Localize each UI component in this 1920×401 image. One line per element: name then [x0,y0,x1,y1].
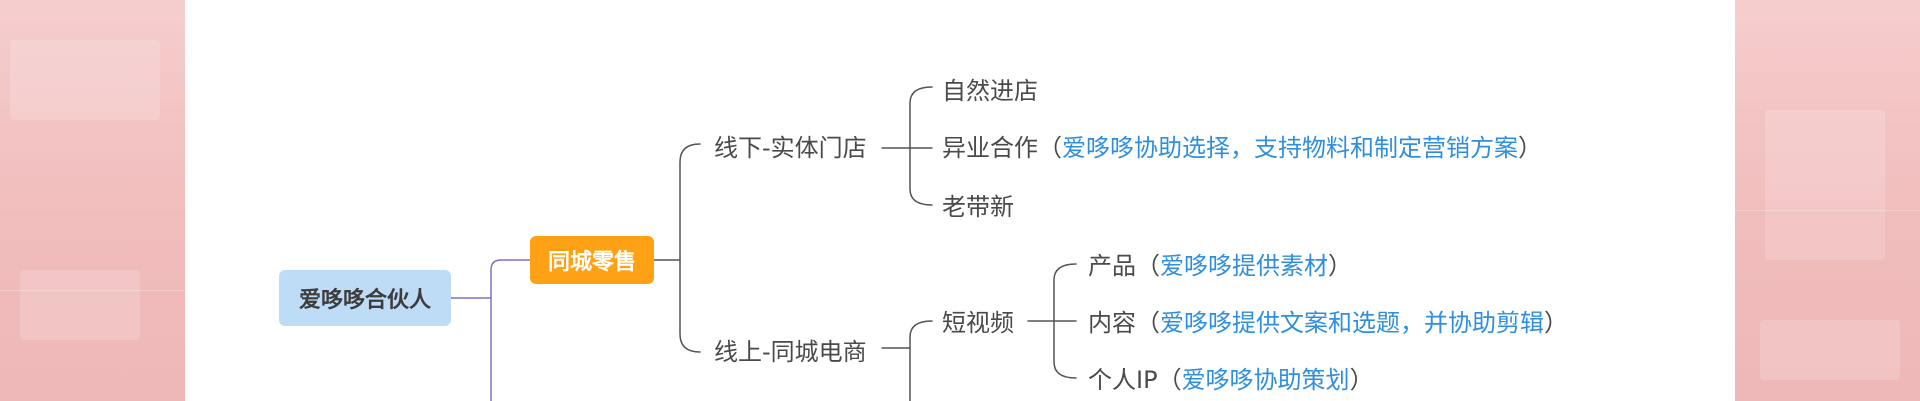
note-open-paren: （ [1038,134,1062,162]
product-node[interactable]: 产品（爱哆哆提供素材） [1088,251,1352,281]
mindmap-canvas [185,0,1735,401]
note-open-paren: （ [1136,309,1160,337]
online-commerce-node[interactable]: 线上-同城电商 [714,338,867,366]
note-open-paren: （ [1136,252,1160,280]
note-close-paren: ） [1349,366,1374,394]
node-note: 爱哆哆提供素材 [1160,252,1328,280]
node-title: 产品 [1088,252,1136,280]
cross-industry-node[interactable]: 异业合作（爱哆哆协助选择，支持物料和制定营销方案） [942,133,1542,163]
background-line [0,290,185,291]
note-open-paren: （ [1157,366,1182,394]
personal-ip-node[interactable]: 个人IP（爱哆哆协助策划） [1088,365,1374,395]
note-close-paren: ） [1544,309,1568,337]
referral-node[interactable]: 老带新 [942,193,1014,221]
node-note: 爱哆哆协助选择，支持物料和制定营销方案 [1062,134,1518,162]
node-title: 异业合作 [942,134,1038,162]
short-video-node[interactable]: 短视频 [942,309,1014,337]
offline-store-node[interactable]: 线下-实体门店 [714,134,867,162]
root-node[interactable]: 爱哆哆合伙人 [279,270,451,326]
background-line [1735,210,1920,211]
natural-walk-in-node[interactable]: 自然进店 [942,77,1038,105]
background-shelf-shape [10,40,160,120]
note-close-paren: ） [1518,134,1542,162]
left-background-panel [0,0,185,401]
note-close-paren: ） [1328,252,1352,280]
retail-node[interactable]: 同城零售 [530,236,654,284]
background-box-shape [1760,320,1900,380]
right-background-panel [1735,0,1920,401]
background-shelf-shape [1765,110,1885,260]
content-node[interactable]: 内容（爱哆哆提供文案和选题，并协助剪辑） [1088,308,1568,338]
node-note: 爱哆哆提供文案和选题，并协助剪辑 [1160,309,1544,337]
node-title: 内容 [1088,309,1136,337]
node-note: 爱哆哆协助策划 [1181,366,1350,394]
node-title: 个人IP [1088,366,1158,394]
background-furniture-shape [20,270,140,340]
